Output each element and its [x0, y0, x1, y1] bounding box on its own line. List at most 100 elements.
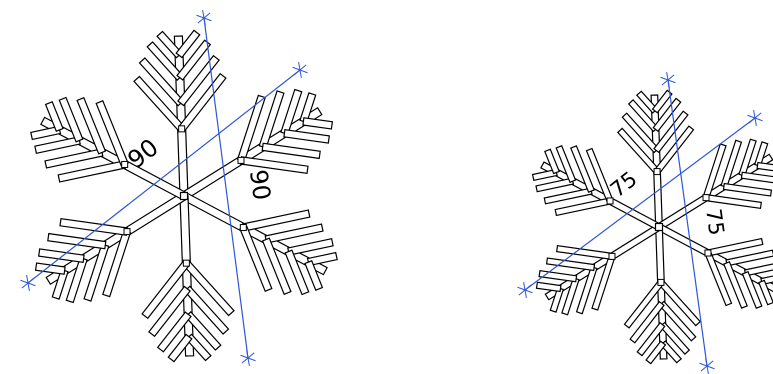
snowflake-branch — [635, 90, 659, 114]
snowflake-branch — [175, 29, 201, 59]
snowflake-branch — [658, 300, 697, 342]
snowflake-branch — [555, 145, 577, 184]
dimension-endpoint-icon — [21, 277, 35, 289]
snowflake-branch — [156, 311, 192, 353]
snowflake-branch — [76, 96, 107, 155]
snowflake-branch — [720, 139, 743, 189]
snowflake-branch — [306, 251, 338, 267]
snowflake-branch — [44, 101, 64, 132]
snowflake-branch — [280, 88, 303, 136]
snowflake-branch — [261, 142, 321, 160]
snowflake-branch — [535, 281, 562, 293]
snowflake-branch — [653, 110, 689, 154]
snowflake-branch — [535, 177, 575, 193]
snowflake-branch — [570, 145, 595, 193]
snowflake-branch — [753, 141, 769, 168]
snowflake-node — [606, 197, 614, 205]
dimension-endpoint-icon — [197, 12, 211, 24]
snowflake-node — [237, 156, 245, 164]
snowflake-branch — [185, 333, 212, 362]
snowflake-branch — [636, 321, 666, 357]
snowflake-branch — [629, 300, 665, 344]
snowflake-branch — [659, 340, 683, 364]
snowflake-node — [178, 125, 186, 133]
snowflake-branch — [743, 263, 773, 277]
snowflake-branch — [167, 333, 193, 363]
snowflake-branch — [738, 138, 757, 177]
snowflake-branch — [34, 262, 66, 275]
snowflake-branch — [184, 311, 222, 351]
snowflake-branch — [545, 257, 596, 272]
snowflake-branch — [264, 223, 324, 244]
dimension-label-vertical-small: 75 — [701, 207, 728, 237]
snowflake-branch — [645, 340, 667, 365]
dimension-endpoint-icon — [700, 360, 714, 372]
snowflake-branch — [83, 243, 110, 302]
dimension-endpoint-icon — [518, 284, 532, 296]
dimension-line-vertical-small — [667, 79, 708, 367]
snowflake-branch — [148, 285, 191, 338]
snowflake-node — [182, 259, 190, 267]
snowflake-center — [654, 222, 664, 232]
snowflake-branch — [621, 112, 660, 154]
snowflake-branch — [722, 182, 773, 197]
snowflake-branch — [183, 285, 230, 335]
snowflake-branch — [549, 286, 565, 313]
snowflake-branch — [44, 148, 104, 169]
snowflake-branch — [58, 96, 84, 143]
snowflake-node — [239, 224, 247, 232]
snowflake-branch — [758, 279, 773, 306]
snowflake-center — [179, 191, 189, 201]
snowflake-branch — [652, 97, 682, 133]
snowflake-branch — [302, 117, 334, 130]
snowflake-branch — [146, 41, 184, 81]
dimension-endpoint-icon — [661, 74, 675, 86]
snowflake-node — [704, 249, 712, 257]
snowflake-node — [657, 278, 665, 286]
snowflake-node — [608, 252, 616, 260]
snowflake-branch — [51, 268, 69, 300]
snowflake-branch — [34, 136, 81, 155]
snowflake-branch — [304, 260, 324, 291]
snowflake-branch — [47, 232, 107, 250]
snowflake-large — [30, 29, 338, 363]
snowflake-branch — [38, 248, 85, 263]
snowflake-branch — [299, 92, 317, 124]
snowflake-node — [653, 168, 661, 176]
snowflake-branch — [287, 237, 334, 256]
snowflake-branch — [65, 256, 88, 304]
dimension-line-horizontal-small — [524, 117, 756, 291]
snowflake-node — [123, 228, 131, 236]
snowflake-branch — [538, 270, 578, 283]
snowflake-branch — [651, 89, 673, 114]
snowflake-branch — [284, 249, 310, 296]
dimension-endpoint-icon — [241, 352, 255, 364]
dimension-endpoint-icon — [748, 112, 762, 124]
dimension-group-large — [20, 10, 308, 366]
snowflake-branch — [30, 125, 62, 141]
snowflake-branch — [258, 90, 285, 149]
dimension-endpoint-icon — [293, 64, 307, 76]
dimension-line-horizontal-large — [27, 69, 301, 284]
snowflake-branch — [561, 277, 580, 316]
snowflake-branch — [575, 265, 598, 315]
dimension-line-vertical-large — [203, 17, 249, 359]
snowflake-branch — [531, 168, 558, 182]
dimension-label-vertical-large: 90 — [244, 168, 276, 202]
snowflake-branch — [627, 99, 659, 133]
snowflake-node — [121, 160, 129, 168]
snowflake-branch — [659, 321, 691, 355]
snowflake-branch — [283, 129, 330, 144]
snowflake-branch — [740, 171, 773, 184]
snowflake-branch — [723, 261, 748, 309]
snowflake-node — [702, 194, 710, 202]
snowflake-branch — [543, 187, 593, 205]
snowflake-branch — [741, 270, 763, 309]
snowflake-branch — [177, 54, 220, 107]
snowflake-branch — [261, 237, 292, 296]
snowflake-branch — [544, 148, 560, 175]
snowflake-branch — [156, 30, 183, 59]
dimension-group-small — [517, 72, 763, 374]
